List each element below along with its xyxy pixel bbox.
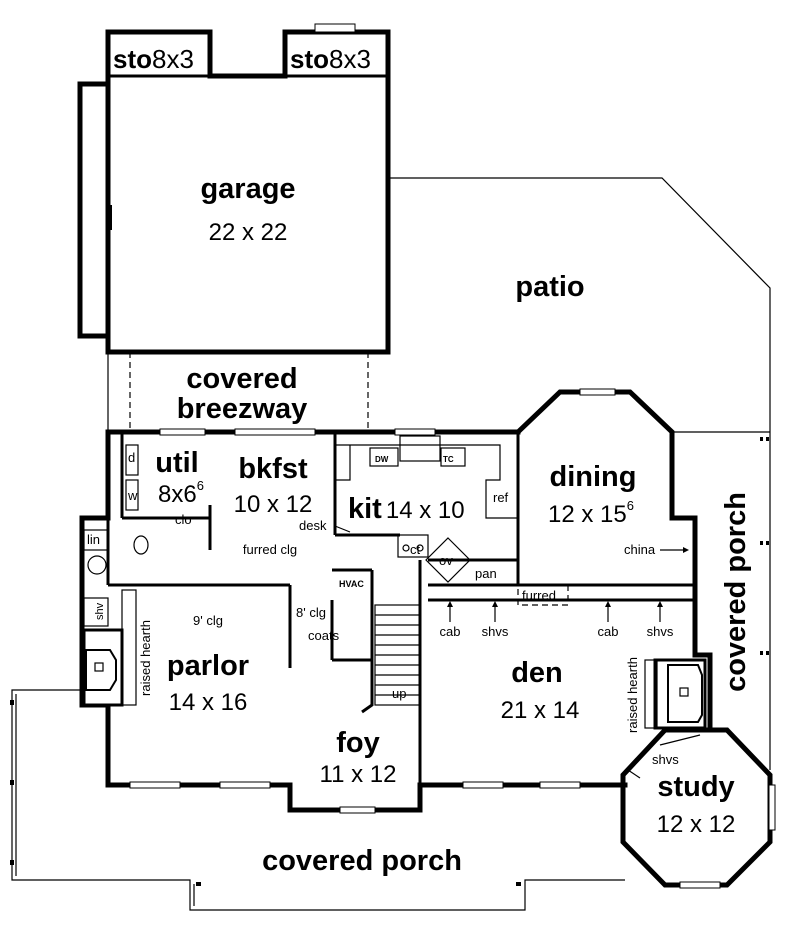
den-size: 21 x 14: [501, 697, 580, 724]
note-up: up: [392, 686, 406, 701]
breezeway-line2: breezway: [177, 393, 308, 425]
front-porch-outline: [11, 689, 625, 911]
note-dw: DW: [375, 455, 389, 464]
study-walls: [620, 727, 776, 889]
bkfst-name: bkfst: [238, 453, 308, 485]
patio-outline: [388, 177, 771, 770]
foy-name: foy: [336, 727, 380, 759]
sto-left-name: sto8x3: [113, 44, 194, 74]
note-clo: clo: [175, 512, 192, 527]
util-size: 8x66: [158, 478, 204, 508]
utility-fixtures: [83, 444, 149, 627]
util-name: util: [155, 447, 199, 479]
study-name: study: [657, 771, 734, 803]
breezeway-line1: covered: [186, 363, 297, 395]
note-ref: ref: [493, 490, 509, 505]
note-9-clg: 9' clg: [193, 613, 223, 628]
den-name: den: [511, 657, 563, 689]
den-fireplace: [644, 658, 707, 730]
note-shv: shv: [94, 602, 106, 620]
stairs: [361, 604, 421, 714]
dining-name: dining: [550, 461, 637, 493]
parlor-fireplace: [82, 589, 137, 707]
note-cab-right: cab: [598, 624, 619, 639]
note-shvs-left: shvs: [482, 624, 509, 639]
parlor-size: 14 x 16: [169, 689, 248, 716]
note-ov: ov: [439, 553, 453, 568]
patio-name: patio: [515, 271, 584, 303]
kitchen-counters: [335, 435, 569, 606]
note-ct: ct: [410, 542, 421, 557]
note-tc: TC: [443, 455, 454, 464]
garage-size: 22 x 22: [209, 219, 288, 246]
parlor-name: parlor: [167, 650, 249, 682]
note-d: d: [128, 450, 135, 465]
breezeway-outline: [107, 352, 369, 432]
note-raised-hearth-right: raised hearth: [625, 657, 640, 733]
dining-size: 12 x 156: [548, 498, 634, 528]
bkfst-size: 10 x 12: [234, 491, 313, 518]
note-furred-clg: furred clg: [243, 542, 297, 557]
note-w: w: [127, 488, 138, 503]
covered-porch-side: covered porch: [720, 492, 752, 692]
note-furred: furred: [522, 588, 556, 603]
note-china: china: [624, 542, 656, 557]
covered-porch-front: covered porch: [262, 845, 462, 877]
note-8-clg: 8' clg: [296, 605, 326, 620]
note-shvs-right: shvs: [647, 624, 674, 639]
note-raised-hearth-left: raised hearth: [138, 620, 153, 696]
porch-railing-marks: [10, 437, 769, 886]
note-arrows: [334, 525, 701, 779]
note-cab-left: cab: [440, 624, 461, 639]
sto-right-name: sto8x3: [290, 44, 371, 74]
windows: [129, 388, 616, 814]
exterior-walls: [79, 389, 713, 813]
study-size: 12 x 12: [657, 811, 736, 838]
note-lin: lin: [87, 532, 100, 547]
note-hvac: HVAC: [339, 579, 364, 589]
note-coats: coats: [308, 628, 340, 643]
garage-name: garage: [200, 173, 295, 205]
note-desk: desk: [299, 518, 327, 533]
foy-size: 11 x 12: [320, 761, 397, 788]
garage-walls: [77, 23, 391, 355]
note-shvs-study: shvs: [652, 752, 679, 767]
note-pan: pan: [475, 566, 497, 581]
